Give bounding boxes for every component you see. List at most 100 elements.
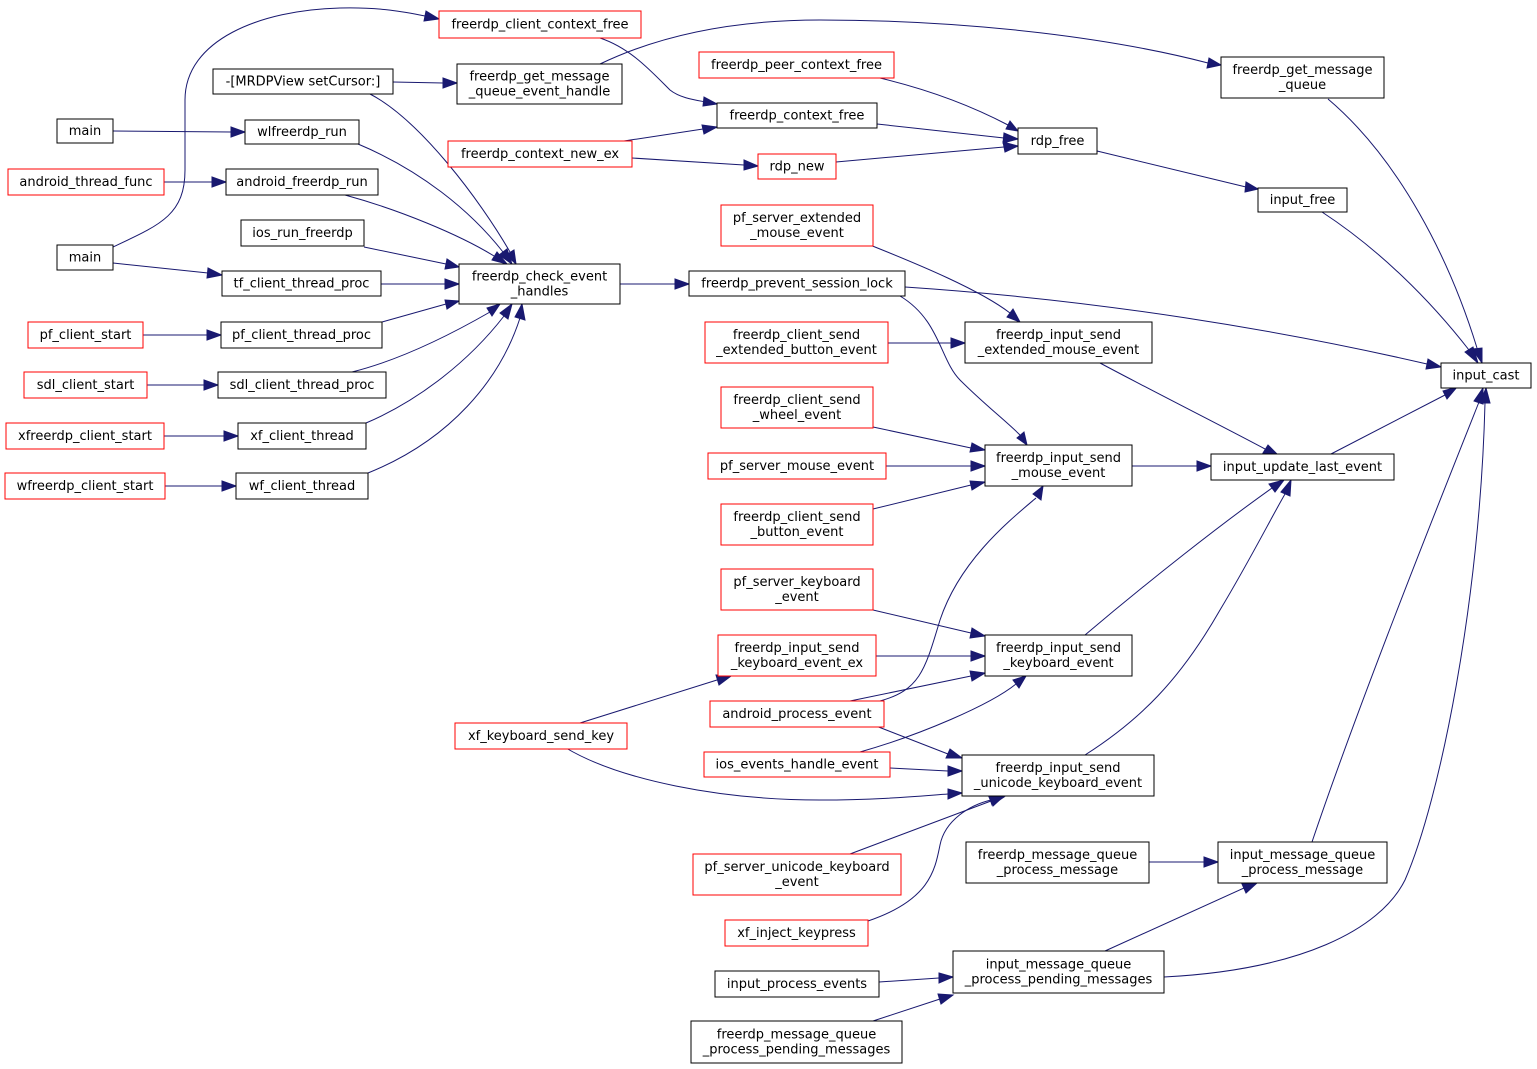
node-freerdp-get-message-queue[interactable]: freerdp_get_message_queue bbox=[1220, 56, 1385, 99]
node-input-update-last-event[interactable]: input_update_last_event bbox=[1210, 453, 1395, 481]
node-label: pf_server_keyboard bbox=[733, 575, 860, 590]
node-xf-client-thread[interactable]: xf_client_thread bbox=[237, 422, 367, 450]
node-box bbox=[1210, 453, 1395, 481]
node-android-process-event[interactable]: android_process_event bbox=[709, 700, 885, 728]
node-box bbox=[690, 1020, 903, 1064]
arrowhead-icon bbox=[486, 303, 502, 317]
edge-line bbox=[1311, 401, 1480, 843]
node-xfreerdp-client-start[interactable]: xfreerdp_client_start bbox=[5, 422, 165, 450]
node-freerdp-input-send-mouse-event[interactable]: freerdp_input_send_mouse_event bbox=[984, 444, 1133, 487]
node-freerdp-message-queue-process-pending-messages[interactable]: freerdp_message_queue_process_pending_me… bbox=[690, 1020, 903, 1064]
node-label: freerdp_input_send bbox=[996, 641, 1121, 656]
edge-main-2-freerdp-client-context-free bbox=[112, 7, 441, 248]
edge-line bbox=[381, 303, 447, 323]
node-pf-client-start[interactable]: pf_client_start bbox=[27, 321, 144, 349]
node-freerdp-check-event-handles[interactable]: freerdp_check_event_handles bbox=[458, 263, 621, 305]
arrowhead-icon bbox=[1206, 57, 1223, 69]
node-pf-server-extended-mouse-event[interactable]: pf_server_extended_mouse_event bbox=[720, 204, 874, 247]
node-mrdpview-setcursor[interactable]: -[MRDPView setCursor:] bbox=[212, 68, 394, 95]
node-freerdp-get-message-queue-event-handle[interactable]: freerdp_get_message_queue_event_handle bbox=[456, 63, 623, 105]
node-sdl-client-thread-proc[interactable]: sdl_client_thread_proc bbox=[217, 371, 387, 399]
edge-freerdp-input-send-unicode-keyboard-event-input-update-last-event bbox=[1084, 478, 1292, 756]
edge-freerdp-input-send-keyboard-event-input-update-last-event bbox=[1084, 479, 1286, 636]
node-box bbox=[56, 244, 114, 271]
node-rdp-free[interactable]: rdp_free bbox=[1017, 127, 1098, 155]
edge-rdp-free-input-free bbox=[1096, 150, 1260, 193]
node-freerdp-client-send-extended-button-event[interactable]: freerdp_client_send_extended_button_even… bbox=[704, 321, 889, 364]
edge-line bbox=[392, 81, 444, 84]
node-pf-server-keyboard-event[interactable]: pf_server_keyboard_event bbox=[720, 568, 874, 611]
node-label: ios_run_freerdp bbox=[252, 226, 352, 241]
edge-line bbox=[112, 7, 426, 248]
node-pf-client-thread-proc[interactable]: pf_client_thread_proc bbox=[220, 321, 383, 349]
node-freerdp-client-send-button-event[interactable]: freerdp_client_send_button_event bbox=[720, 503, 874, 546]
node-box bbox=[984, 634, 1133, 677]
arrowhead-icon bbox=[203, 379, 220, 391]
node-ios-events-handle-event[interactable]: ios_events_handle_event bbox=[703, 751, 891, 778]
node-freerdp-context-free[interactable]: freerdp_context_free bbox=[716, 102, 878, 129]
node-label: pf_server_mouse_event bbox=[720, 459, 874, 474]
node-box bbox=[56, 118, 114, 144]
node-freerdp-message-queue-process-message[interactable]: freerdp_message_queue_process_message bbox=[965, 841, 1150, 884]
edge-line bbox=[599, 19, 1209, 65]
node-label: freerdp_peer_context_free bbox=[711, 58, 882, 73]
edge-xf-keyboard-send-key-freerdp-input-send-keyboard-event-ex bbox=[579, 674, 733, 724]
node-freerdp-prevent-session-lock[interactable]: freerdp_prevent_session_lock bbox=[688, 270, 906, 297]
node-box bbox=[692, 853, 902, 896]
node-label: input_process_events bbox=[727, 977, 867, 992]
node-label: _wheel_event bbox=[752, 408, 842, 423]
node-rdp-new[interactable]: rdp_new bbox=[757, 153, 837, 180]
edge-line bbox=[357, 143, 504, 253]
node-freerdp-input-send-extended-mouse-event[interactable]: freerdp_input_send_extended_mouse_event bbox=[964, 321, 1153, 364]
node-wfreerdp-client-start[interactable]: wfreerdp_client_start bbox=[4, 472, 166, 500]
node-main-1[interactable]: main bbox=[56, 118, 114, 144]
node-box bbox=[757, 153, 837, 180]
arrowhead-icon bbox=[743, 159, 760, 171]
node-label: _process_pending_messages bbox=[702, 1043, 891, 1058]
node-freerdp-input-send-keyboard-event[interactable]: freerdp_input_send_keyboard_event bbox=[984, 634, 1133, 677]
edge-line bbox=[1330, 394, 1446, 455]
node-wf-client-thread[interactable]: wf_client_thread bbox=[235, 472, 369, 500]
node-freerdp-client-send-wheel-event[interactable]: freerdp_client_send_wheel_event bbox=[720, 386, 874, 429]
edge-line bbox=[869, 244, 1011, 314]
node-android-freerdp-run[interactable]: android_freerdp_run bbox=[225, 168, 379, 196]
node-xf-inject-keypress[interactable]: xf_inject_keypress bbox=[724, 919, 869, 947]
node-wlfreerdp-run[interactable]: wlfreerdp_run bbox=[244, 119, 360, 145]
node-box bbox=[688, 270, 906, 297]
node-freerdp-client-context-free[interactable]: freerdp_client_context_free bbox=[438, 10, 642, 39]
node-box bbox=[244, 119, 360, 145]
edge-wfreerdp-client-start-wf-client-thread bbox=[165, 480, 238, 492]
edge-ios-events-handle-event-freerdp-input-send-keyboard-event bbox=[859, 675, 1028, 753]
node-freerdp-peer-context-free[interactable]: freerdp_peer_context_free bbox=[698, 51, 895, 79]
arrowhead-icon bbox=[1244, 181, 1260, 193]
arrowhead-icon bbox=[221, 480, 238, 492]
node-input-message-queue-process-message[interactable]: input_message_queue_process_message bbox=[1217, 841, 1388, 884]
edge-line bbox=[872, 426, 972, 449]
node-box bbox=[1440, 362, 1532, 389]
node-input-message-queue-process-pending-messages[interactable]: input_message_queue_process_pending_mess… bbox=[952, 950, 1165, 994]
node-label: ios_events_handle_event bbox=[716, 758, 879, 773]
node-sdl-client-start[interactable]: sdl_client_start bbox=[23, 371, 148, 399]
node-freerdp-input-send-unicode-keyboard-event[interactable]: freerdp_input_send_unicode_keyboard_even… bbox=[961, 754, 1155, 797]
node-pf-server-unicode-keyboard-event[interactable]: pf_server_unicode_keyboard_event bbox=[692, 853, 902, 896]
edge-line bbox=[872, 998, 941, 1022]
node-label: xf_keyboard_send_key bbox=[468, 729, 614, 744]
node-tf-client-thread-proc[interactable]: tf_client_thread_proc bbox=[221, 270, 382, 297]
node-freerdp-context-new-ex[interactable]: freerdp_context_new_ex bbox=[447, 140, 633, 168]
node-label: _button_event bbox=[750, 525, 844, 540]
node-pf-server-mouse-event[interactable]: pf_server_mouse_event bbox=[707, 452, 887, 480]
node-input-process-events[interactable]: input_process_events bbox=[714, 970, 880, 998]
node-xf-keyboard-send-key[interactable]: xf_keyboard_send_key bbox=[454, 722, 628, 750]
node-main-2[interactable]: main bbox=[56, 244, 114, 271]
node-freerdp-input-send-keyboard-event-ex[interactable]: freerdp_input_send_keyboard_event_ex bbox=[717, 634, 877, 677]
node-ios-run-freerdp[interactable]: ios_run_freerdp bbox=[240, 219, 365, 247]
node-box bbox=[1220, 56, 1385, 99]
arrowhead-icon bbox=[514, 302, 526, 321]
node-box bbox=[7, 168, 165, 196]
node-label: main bbox=[69, 251, 101, 266]
node-input-free[interactable]: input_free bbox=[1257, 187, 1348, 213]
node-android-thread-func[interactable]: android_thread_func bbox=[7, 168, 165, 196]
edge-line bbox=[878, 977, 940, 983]
node-label: freerdp_client_send bbox=[733, 328, 860, 343]
